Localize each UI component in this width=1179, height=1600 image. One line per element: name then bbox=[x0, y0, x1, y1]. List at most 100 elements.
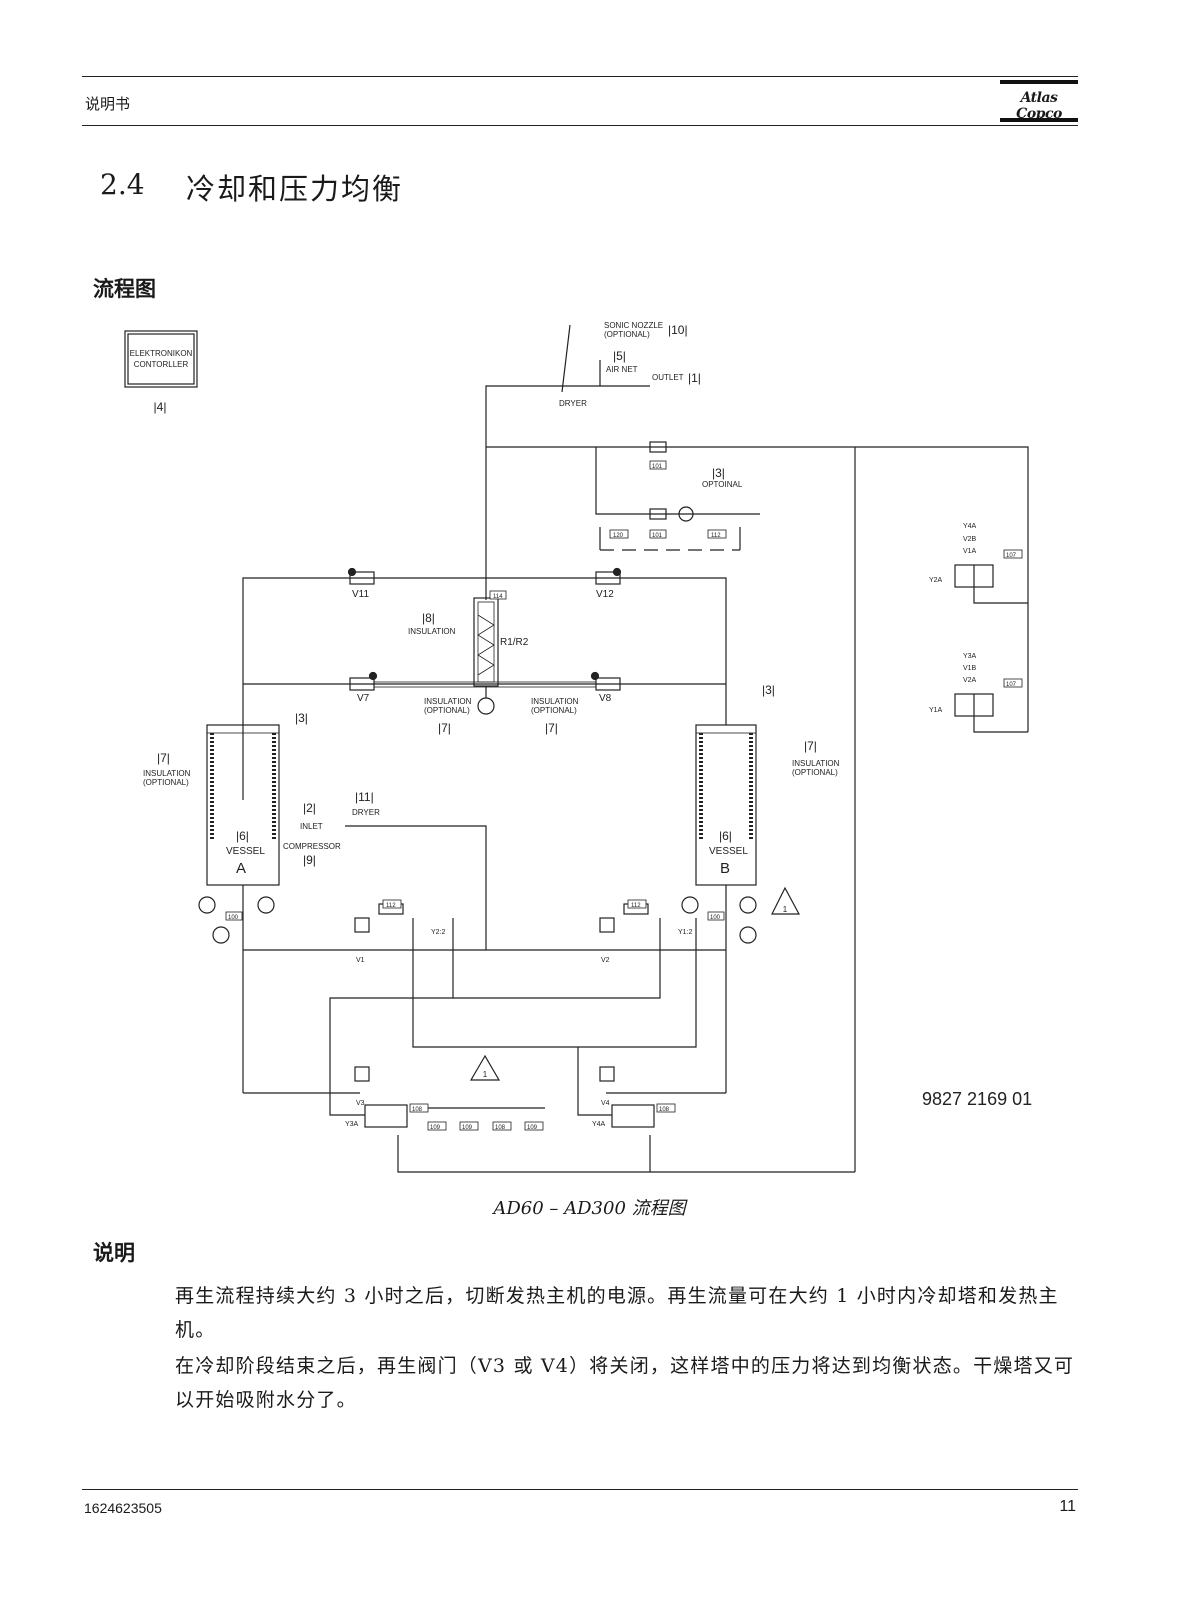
ref-5: |5| bbox=[613, 349, 626, 363]
diagram-caption: AD60 – AD300 流程图 bbox=[493, 1198, 686, 1219]
logo-bar-top bbox=[1000, 80, 1078, 84]
tag-109-4: 109 bbox=[527, 1125, 538, 1131]
vessel-a-label: VESSEL bbox=[226, 846, 265, 857]
ref-6-a: |6| bbox=[236, 829, 249, 843]
valve-v12 bbox=[595, 571, 621, 585]
pressure-gauge-b bbox=[681, 896, 699, 914]
paragraph-regeneration: 再生流程持续大约 3 小时之后，切断发热主机的电源。再生流量可在大约 1 小时内… bbox=[175, 1285, 1059, 1341]
v2a-list-label: V2A bbox=[963, 677, 977, 684]
tt-gauge-a bbox=[212, 926, 230, 944]
valve-v3-actuator bbox=[354, 1066, 370, 1082]
subheading-description: 说明 bbox=[93, 1240, 135, 1265]
ref-9: |9| bbox=[303, 853, 316, 867]
ref-7-mid-left: |7| bbox=[438, 721, 451, 735]
ref-7-mid-right: |7| bbox=[545, 721, 558, 735]
tag-107-top: 107 bbox=[1006, 553, 1017, 559]
y2-2-label: Y2:2 bbox=[431, 929, 446, 936]
ref-6-b: |6| bbox=[719, 829, 732, 843]
solenoid-y3a bbox=[364, 1104, 408, 1128]
sonic-optional-label: (OPTIONAL) bbox=[604, 330, 650, 339]
tag-107-bottom: 107 bbox=[1006, 682, 1017, 688]
tag-101: 101 bbox=[652, 533, 663, 539]
y3a-list-label: Y3A bbox=[963, 653, 977, 660]
dryer-label-inlet: DRYER bbox=[352, 808, 380, 817]
pt-gauge-a bbox=[257, 896, 275, 914]
insulation-heater-label: INSULATION bbox=[408, 627, 456, 636]
v7-label: V7 bbox=[357, 693, 370, 704]
ref-8: |8| bbox=[422, 611, 435, 625]
inlet-pipe bbox=[345, 825, 487, 950]
vessel-b-label: VESSEL bbox=[709, 846, 748, 857]
ref-7-left: |7| bbox=[157, 751, 170, 765]
tag-120: 120 bbox=[613, 533, 624, 539]
valve-v11 bbox=[349, 571, 375, 585]
bottom-return-pipe bbox=[397, 1135, 855, 1173]
footer-page-number: 11 bbox=[1059, 1498, 1076, 1515]
optional-branch bbox=[595, 447, 760, 515]
tag-109-1: 109 bbox=[430, 1125, 441, 1131]
header-rule-top bbox=[82, 76, 1078, 77]
ref-10: |10| bbox=[668, 323, 688, 337]
regeneration-pipe bbox=[486, 446, 1029, 732]
section-number: 2.4 bbox=[100, 168, 145, 201]
optional-mid-right-label: (OPTIONAL) bbox=[531, 706, 577, 715]
v3-label: V3 bbox=[356, 1100, 365, 1107]
sonic-nozzle-label: SONIC NOZZLE bbox=[604, 321, 663, 330]
controller-box bbox=[124, 330, 198, 388]
y1a-label: Y1A bbox=[929, 707, 943, 714]
v2b-list-label: V2B bbox=[963, 536, 977, 543]
tt-gauge-b bbox=[739, 926, 757, 944]
ref-7-right: |7| bbox=[804, 739, 817, 753]
tag-109-2: 109 bbox=[462, 1125, 473, 1131]
optional-right-label: (OPTIONAL) bbox=[792, 768, 838, 777]
section-title: 冷却和压力均衡 bbox=[186, 172, 404, 206]
dryer-label-top: DRYER bbox=[559, 399, 587, 408]
vessel-b-letter: B bbox=[720, 860, 730, 877]
v8-label: V8 bbox=[599, 693, 612, 704]
tag-112-optional: 112 bbox=[711, 533, 721, 539]
tag-112-v1: 112 bbox=[386, 903, 396, 909]
top-loop-pipe bbox=[242, 577, 727, 800]
drawing-number: 9827 2169 01 bbox=[922, 1089, 1032, 1109]
tag-114: 114 bbox=[493, 594, 503, 600]
tag-108-3: 108 bbox=[495, 1125, 506, 1131]
controller-inner-box bbox=[127, 333, 195, 385]
controller-label-line1: ELEKTRONIKON bbox=[130, 349, 193, 358]
insulation-mid-left-label: INSULATION bbox=[424, 697, 472, 706]
sonic-nozzle-leader bbox=[561, 324, 571, 393]
valve-v2-actuator bbox=[599, 917, 615, 933]
y3a-label: Y3A bbox=[345, 1121, 359, 1128]
ref-1: |1| bbox=[688, 371, 701, 385]
ref-4: |4| bbox=[154, 400, 167, 414]
subheading-flow-diagram: 流程图 bbox=[93, 276, 156, 301]
triangle-bottom-number: 1 bbox=[483, 1070, 488, 1079]
logo-bar-bottom bbox=[1000, 118, 1078, 122]
footer-rule bbox=[82, 1489, 1078, 1490]
warning-triangle-right bbox=[771, 886, 801, 915]
r1-r2-label: R1/R2 bbox=[500, 637, 529, 648]
tag-108-right: 108 bbox=[659, 1107, 670, 1113]
v1b-list-label: V1B bbox=[963, 665, 977, 672]
y4a-list-label: Y4A bbox=[963, 523, 977, 530]
ref-3-optional: |3| bbox=[712, 466, 725, 480]
y4a-label: Y4A bbox=[592, 1121, 606, 1128]
v4-label: V4 bbox=[601, 1100, 610, 1107]
tag-112-v2: 112 bbox=[631, 903, 641, 909]
atlas-copco-logo: Atlas Copco bbox=[1000, 80, 1078, 124]
insulation-mid-right-label: INSULATION bbox=[531, 697, 579, 706]
vessel-a-letter: A bbox=[236, 860, 246, 877]
valve-v4-actuator bbox=[599, 1066, 615, 1082]
ref-3-left: |3| bbox=[295, 711, 308, 725]
tag-108-left: 108 bbox=[412, 1107, 423, 1113]
warning-triangle-bottom bbox=[469, 1054, 501, 1081]
paragraph-cooling-end: 在冷却阶段结束之后，再生阀门（V3 或 V4）将关闭，这样塔中的压力将达到均衡状… bbox=[175, 1355, 1075, 1411]
compressor-label: COMPRESSOR bbox=[283, 842, 341, 851]
v1a-list-label: V1A bbox=[963, 548, 977, 555]
triangle-right-number: 1 bbox=[783, 905, 788, 914]
footer-document-number: 1624623505 bbox=[84, 1500, 162, 1516]
pilot-loop-1 bbox=[412, 918, 697, 1048]
outlet-pipe bbox=[485, 385, 650, 600]
tag-100-a: 100 bbox=[228, 915, 239, 921]
y1-2-label: Y1:2 bbox=[678, 929, 693, 936]
